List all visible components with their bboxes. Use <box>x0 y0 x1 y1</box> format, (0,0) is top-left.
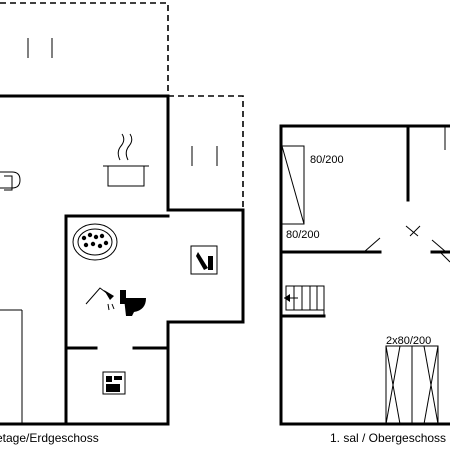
bed-label: 2x80/200 <box>386 335 431 347</box>
cooking-pot-icon <box>103 133 149 187</box>
terrace-outline <box>0 2 169 96</box>
staircase-icon <box>284 285 325 311</box>
ground-floor-plan: etage/Erdgeschoss <box>0 2 245 445</box>
upper-floor-outer-wall <box>279 124 450 426</box>
washing-machine-icon <box>102 371 126 395</box>
bed-single <box>281 145 305 225</box>
side-terrace-outline <box>168 95 244 210</box>
ground-floor-outer-wall <box>0 94 245 426</box>
hot-tub-icon <box>72 223 118 261</box>
dishwasher-icon <box>190 245 218 275</box>
bed-label: 80/200 <box>286 229 320 241</box>
upper-floor-caption: 1. sal / Obergeschoss <box>330 431 446 445</box>
door-swing <box>363 225 447 253</box>
shower-icon <box>85 287 115 311</box>
toilet-icon <box>120 290 146 316</box>
upper-floor-plan: 80/200 80/200 2x80/200 1. sal / Obergesc… <box>279 124 450 445</box>
bathroom-wall <box>64 214 170 426</box>
partition-wall <box>439 251 450 263</box>
ground-floor-caption: etage/Erdgeschoss <box>0 431 99 445</box>
sofa-icon <box>0 171 21 191</box>
bed-double <box>385 345 439 425</box>
bed-label: 80/200 <box>310 154 344 166</box>
